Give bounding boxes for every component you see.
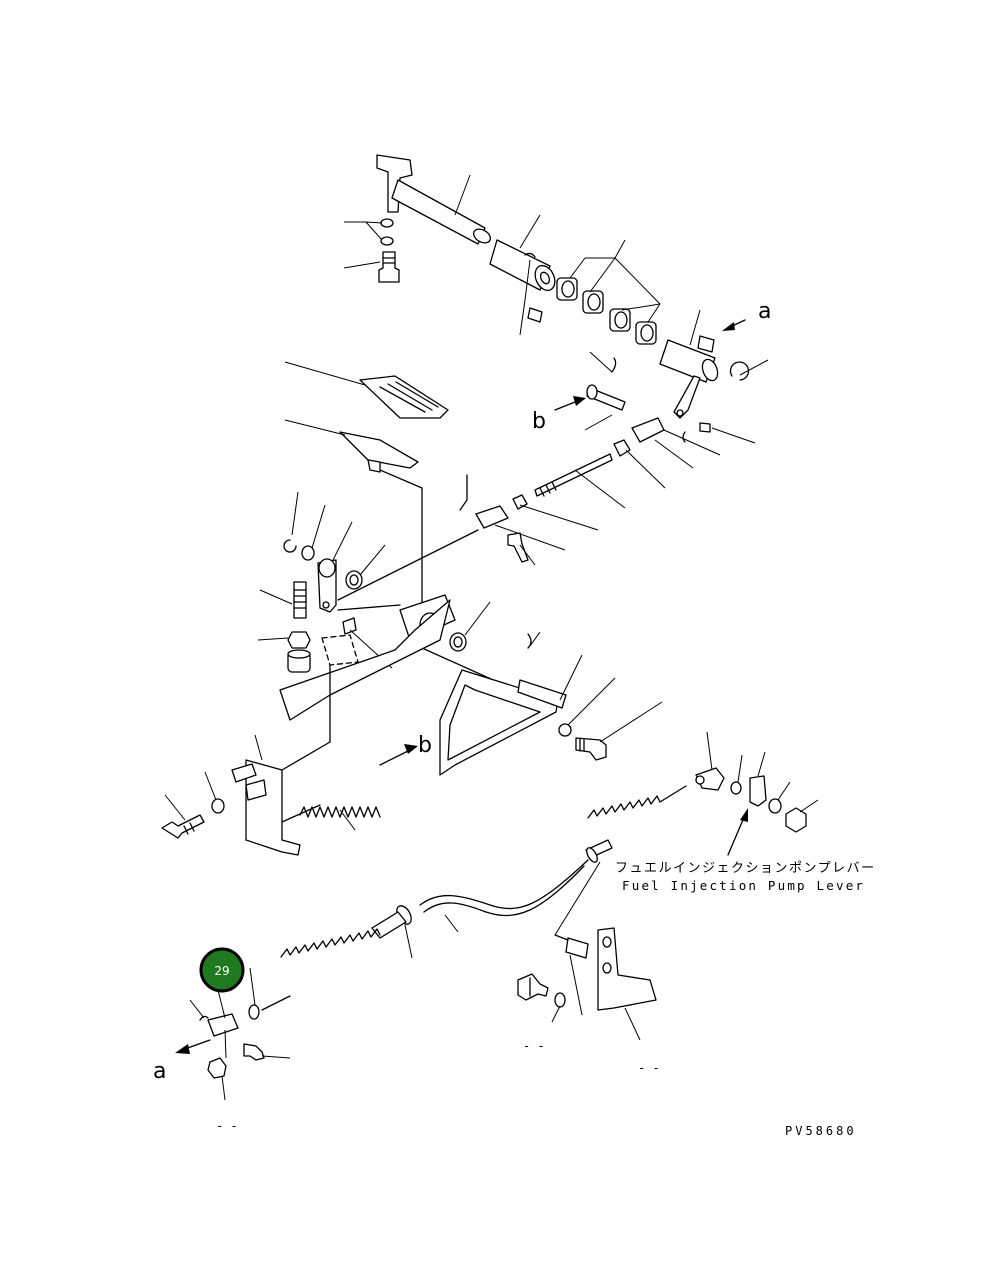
link-line-upper	[337, 529, 479, 601]
pedal-shaft	[391, 179, 492, 245]
yoke-block-left	[459, 474, 566, 551]
hex-nut-pump	[785, 799, 819, 833]
snap-ring-right	[729, 359, 769, 381]
yoke-block-right	[631, 417, 721, 469]
nut-pump-small	[768, 781, 791, 814]
washer-small-top	[380, 218, 394, 246]
bolt-top	[378, 251, 400, 283]
callout-badge-circle	[199, 947, 245, 993]
leaders-top-left	[343, 174, 471, 269]
lever-arm-upper	[659, 309, 756, 444]
callout-badge[interactable]: 29	[199, 947, 245, 993]
ball-joint-end	[695, 731, 725, 791]
pedal-pad-lower	[284, 419, 419, 473]
nut-rod-right	[613, 439, 666, 489]
washer-left	[301, 504, 326, 561]
cotter-pin-lower	[527, 631, 541, 649]
clevis-pump	[749, 751, 767, 807]
arrow-a-top	[722, 319, 746, 331]
bushings-row	[556, 239, 661, 345]
bolt-bracket	[517, 973, 549, 1001]
bracket-top	[376, 154, 413, 213]
pin-cable-end	[243, 1043, 291, 1061]
bushing-left	[345, 544, 386, 590]
pedal-pad-upper	[284, 361, 449, 419]
ref-a-bottom: a	[153, 1059, 166, 1084]
hex-nut-left	[257, 631, 311, 649]
pump-lever-label-en: Fuel Injection Pump Lever	[622, 878, 865, 893]
dash-mark-middle: - -	[523, 1039, 545, 1053]
ref-a-top: a	[758, 299, 771, 324]
ref-b-spring: b	[418, 733, 432, 758]
washer-center	[558, 677, 616, 737]
control-cable	[261, 785, 687, 1011]
dash-mark-right: - -	[638, 1061, 660, 1075]
drawing-number: PV58680	[785, 1124, 857, 1138]
arrow-b-spring	[404, 744, 418, 754]
hex-nut-cable-end	[207, 1029, 227, 1101]
sleeve-hub	[489, 214, 556, 336]
washer-lower-left	[204, 771, 225, 814]
pump-lever-label-jp: フュエルインジェクションポンプレバー	[615, 861, 876, 876]
washer-pump	[730, 754, 743, 795]
threaded-rod	[534, 453, 626, 509]
arrow-a-bottom	[175, 1039, 211, 1054]
rubber-stopper	[287, 649, 311, 673]
bushing-center	[449, 601, 491, 652]
dashed-bracket	[321, 634, 359, 666]
stud-bolt-left	[259, 581, 307, 619]
ref-b-mid: b	[532, 409, 546, 434]
washer-bracket	[551, 992, 566, 1023]
snap-ring-left	[283, 491, 299, 553]
pin-b	[584, 351, 626, 431]
floor-plate	[279, 599, 451, 743]
arrow-b-mid	[554, 396, 586, 411]
link-line-lower	[281, 741, 331, 771]
arrow-pump-lever	[727, 808, 748, 856]
washer-cable-end	[248, 967, 260, 1020]
return-spring	[281, 749, 411, 831]
pedal-arm-frame	[439, 654, 583, 776]
clevis-pin-mid	[507, 532, 536, 566]
dash-mark-left: - -	[216, 1119, 238, 1133]
mount-bracket-left	[231, 734, 301, 856]
bolt-center	[575, 701, 663, 761]
cable-bracket	[554, 927, 657, 1041]
callout-number: 29	[214, 964, 229, 978]
yoke-cable-end	[189, 989, 239, 1037]
nut-rod-left	[512, 494, 599, 531]
arm-link-left	[317, 521, 353, 613]
bolt-lower-left	[161, 794, 205, 839]
